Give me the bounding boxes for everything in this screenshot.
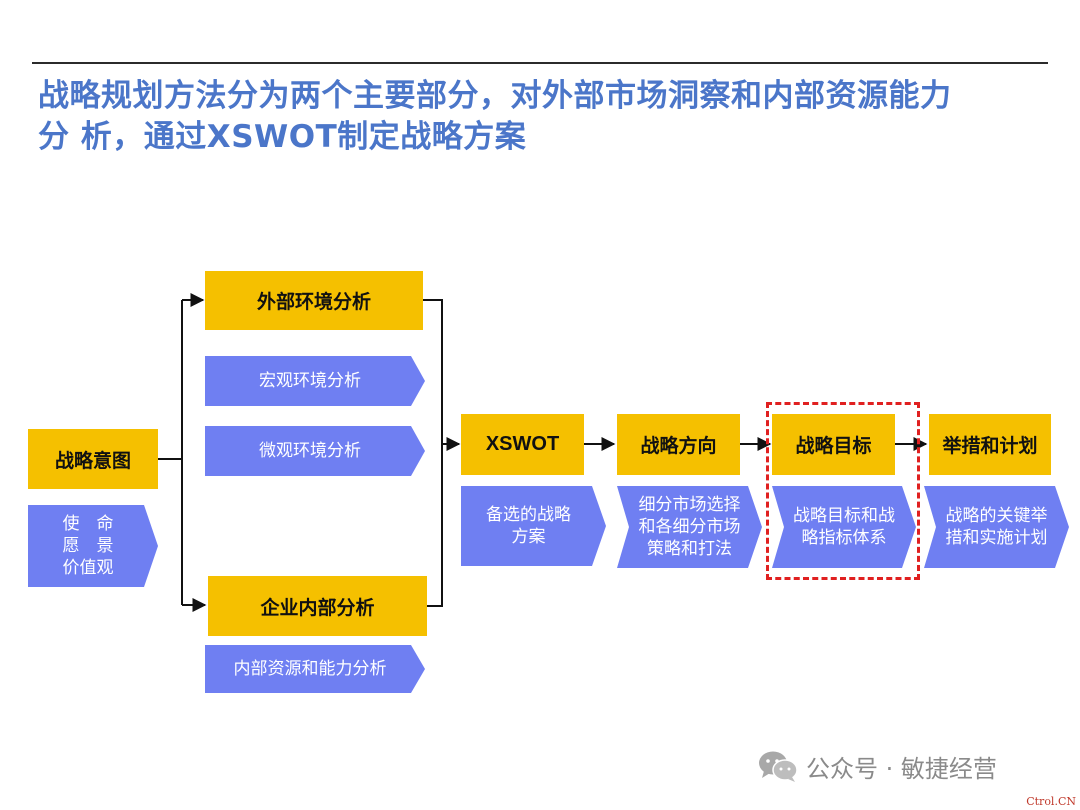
internal-analysis-box: 企业内部分析 xyxy=(208,576,427,636)
watermark-text: 公众号 · 敏捷经营 xyxy=(806,754,997,783)
xswot-box: XSWOT xyxy=(461,414,584,475)
measures-box: 举措和计划 xyxy=(929,414,1051,475)
page-title: 战略规划方法分为两个主要部分，对外部市场洞察和内部资源能力 分 析，通过XSWO… xyxy=(38,76,1038,158)
goal-box: 战略目标 xyxy=(772,414,895,475)
measures-detail-shape: 战略的关键举 措和实施计划 xyxy=(924,486,1069,568)
top-rule xyxy=(32,62,1048,64)
watermark: 公众号 · 敏捷经营 xyxy=(758,746,997,786)
intent-box: 战略意图 xyxy=(28,429,158,489)
corner-mark: Ctrol.CN xyxy=(1026,795,1076,808)
micro-analysis-shape: 微观环境分析 xyxy=(205,426,425,476)
macro-analysis-shape: 宏观环境分析 xyxy=(205,356,425,406)
direction-detail-shape: 细分市场选择 和各细分市场 策略和打法 xyxy=(617,486,762,568)
connector-from-external xyxy=(423,299,443,444)
internal-detail-shape: 内部资源和能力分析 xyxy=(205,645,425,693)
connector-from-internal xyxy=(427,444,443,607)
title-line-2: 分 析，通过XSWOT制定战略方案 xyxy=(38,119,527,155)
highlight-dashed-border xyxy=(766,402,920,580)
intent-detail-shape: 使 命 愿 景 价值观 xyxy=(28,505,158,587)
direction-box: 战略方向 xyxy=(617,414,740,475)
wechat-icon xyxy=(759,751,798,782)
external-analysis-box: 外部环境分析 xyxy=(205,271,423,330)
title-line-1: 战略规划方法分为两个主要部分，对外部市场洞察和内部资源能力 xyxy=(38,78,952,114)
goal-detail-shape: 战略目标和战 略指标体系 xyxy=(772,486,916,568)
xswot-detail-shape: 备选的战略 方案 xyxy=(461,486,606,566)
